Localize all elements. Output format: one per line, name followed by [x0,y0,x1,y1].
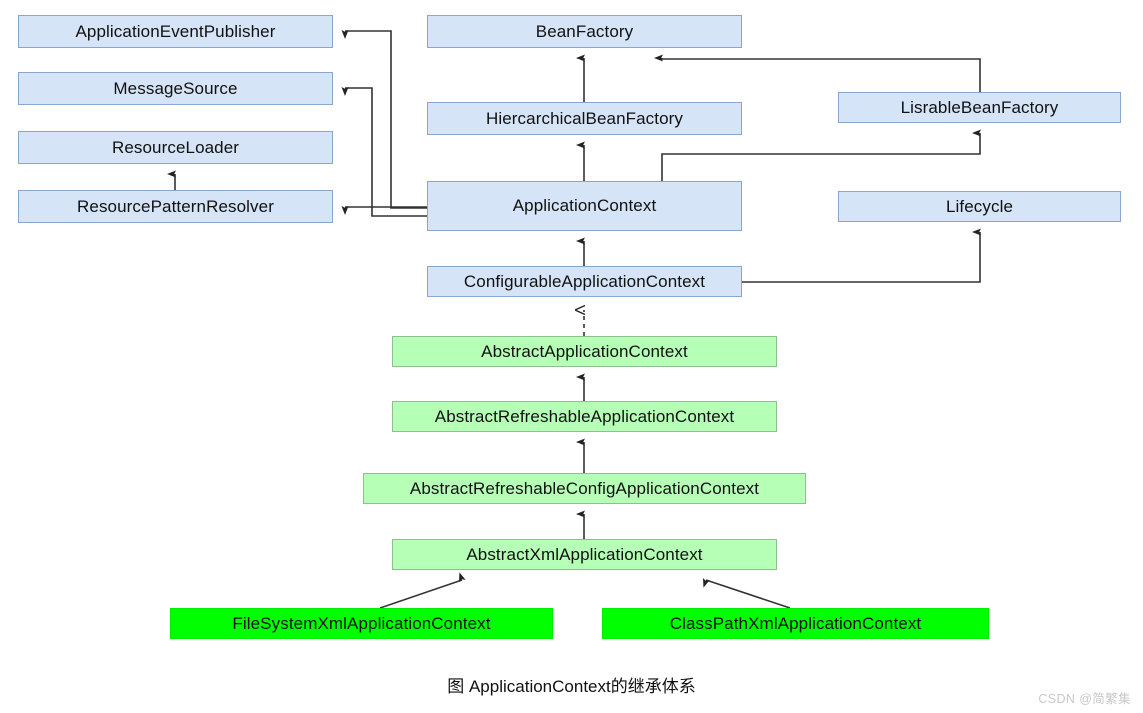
class-box-label: ResourceLoader [111,137,240,157]
edge-filesystemxmlapplicationcontext-abstractxmlapplicationcontext [379,572,466,609]
class-box-label: MessageSource [113,78,238,98]
class-box-applicationEventPublisher[interactable]: ApplicationEventPublisher [18,15,333,48]
edge-configurableapplicationcontext-lifecycle [742,228,981,283]
class-box-hiercarchicalBeanFactory[interactable]: HiercarchicalBeanFactory [427,102,742,135]
edge-lisrablebeanfactory-beanfactory [654,54,981,92]
class-box-label: Lifecycle [945,196,1014,216]
class-box-label: ApplicationEventPublisher [75,21,276,41]
class-box-label: BeanFactory [535,21,634,41]
class-box-resourceLoader[interactable]: ResourceLoader [18,131,333,164]
class-box-lisrableBeanFactory[interactable]: LisrableBeanFactory [838,92,1121,123]
class-box-configurableApplicationContext[interactable]: ConfigurableApplicationContext [427,266,742,297]
class-box-resourcePatternResolver[interactable]: ResourcePatternResolver [18,190,333,223]
class-box-classPathXmlApplicationContext[interactable]: ClassPathXmlApplicationContext [602,608,989,639]
diagram-caption: 图 ApplicationContext的继承体系 [447,677,696,696]
edge-applicationcontext-applicationeventpublisher [341,30,427,209]
class-box-label: AbstractApplicationContext [481,341,688,361]
class-box-label: ConfigurableApplicationContext [463,271,706,291]
class-box-lifecycle[interactable]: Lifecycle [838,191,1121,222]
watermark: CSDN @简繁集 [1038,692,1131,706]
class-box-label: AbstractRefreshableConfigApplicationCont… [409,478,760,498]
class-box-fileSystemXmlApplicationContext[interactable]: FileSystemXmlApplicationContext [170,608,553,639]
class-box-label: AbstractXmlApplicationContext [466,544,703,564]
edge-applicationcontext-messagesource [341,87,427,217]
class-box-beanFactory[interactable]: BeanFactory [427,15,742,48]
class-box-abstractRefreshableApplicationContext[interactable]: AbstractRefreshableApplicationContext [392,401,777,432]
class-box-applicationContext[interactable]: ApplicationContext [427,181,742,231]
edge-applicationcontext-lisrablebeanfactory [661,129,981,181]
class-box-label: ResourcePatternResolver [77,196,274,216]
edge-classpathxmlapplicationcontext-abstractxmlapplicationcontext [702,577,791,609]
class-box-label: LisrableBeanFactory [900,97,1059,117]
class-box-label: FileSystemXmlApplicationContext [232,613,491,633]
class-box-label: ApplicationContext [512,196,657,215]
class-box-abstractApplicationContext[interactable]: AbstractApplicationContext [392,336,777,367]
class-box-messageSource[interactable]: MessageSource [18,72,333,105]
class-box-label: AbstractRefreshableApplicationContext [434,406,735,426]
class-box-abstractRefreshableConfigApplicationContext[interactable]: AbstractRefreshableConfigApplicationCont… [363,473,806,504]
class-box-abstractXmlApplicationContext[interactable]: AbstractXmlApplicationContext [392,539,777,570]
class-box-label: HiercarchicalBeanFactory [485,108,684,128]
class-box-label: ClassPathXmlApplicationContext [669,613,922,633]
